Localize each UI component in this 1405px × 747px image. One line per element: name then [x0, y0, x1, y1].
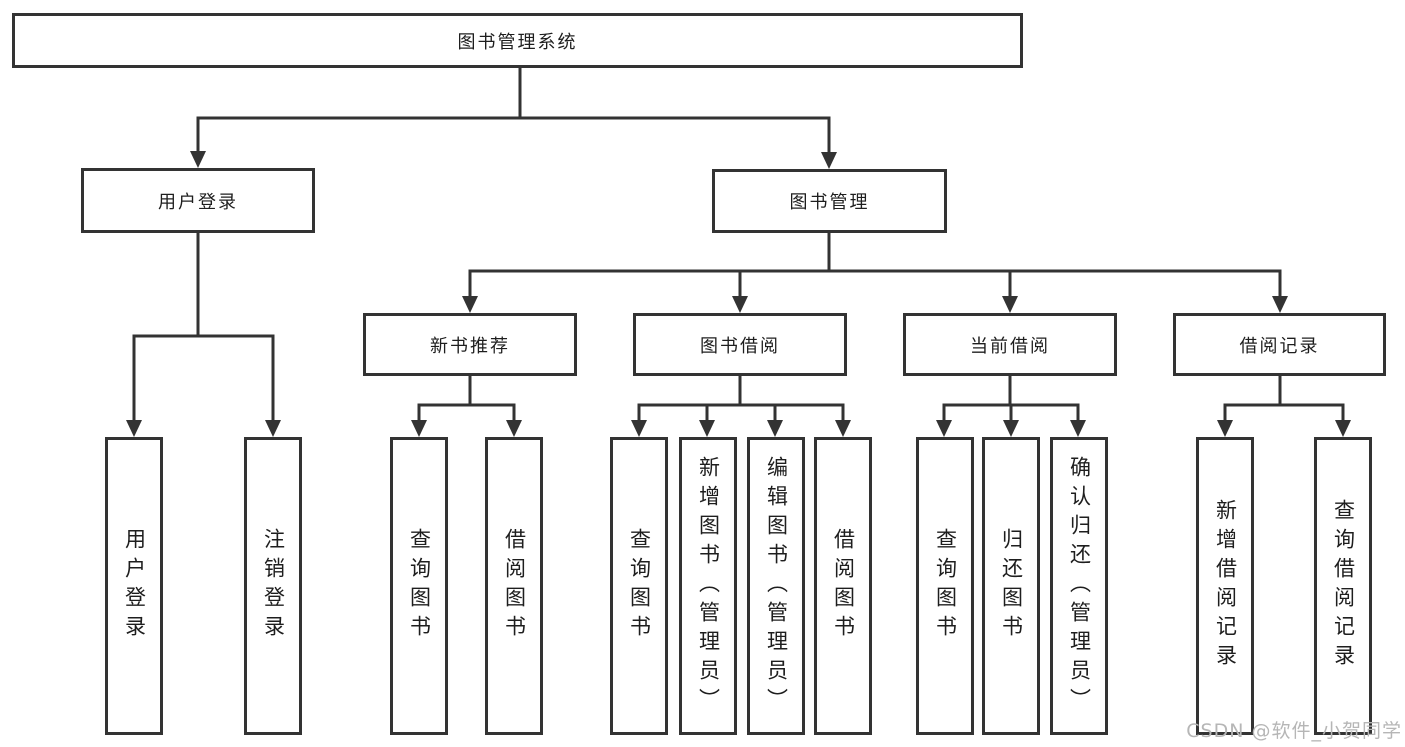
- arrow-down-icon: [1335, 420, 1351, 437]
- node-book-borrowing: 图书借阅: [633, 313, 847, 376]
- node-label: 新增图书（管理员）: [696, 455, 721, 717]
- arrow-down-icon: [411, 420, 427, 437]
- connector-borrowing-records: [1217, 374, 1351, 437]
- leaf-confirm-return-admin: 确认归还（管理员）: [1050, 437, 1108, 735]
- node-label: 确认归还（管理员）: [1067, 455, 1092, 717]
- leaf-add-book-admin: 新增图书（管理员）: [679, 437, 737, 735]
- leaf-borrow-books-2: 借阅图书: [814, 437, 872, 735]
- connector-new-book-recommend: [411, 374, 522, 437]
- connector-current-borrowing: [936, 374, 1086, 437]
- leaf-add-borrow-record: 新增借阅记录: [1196, 437, 1254, 735]
- node-borrowing-records: 借阅记录: [1173, 313, 1386, 376]
- node-label: 查询图书: [933, 528, 958, 644]
- node-label: 用户登录: [122, 528, 147, 644]
- arrow-down-icon: [821, 152, 837, 169]
- node-label: 注销登录: [261, 528, 286, 644]
- arrow-down-icon: [835, 420, 851, 437]
- node-label: 借阅图书: [502, 528, 527, 644]
- leaf-query-borrow-record: 查询借阅记录: [1314, 437, 1372, 735]
- node-label: 图书管理系统: [457, 31, 578, 53]
- node-label: 用户登录: [158, 191, 238, 213]
- node-book-management: 图书管理: [712, 169, 947, 233]
- connector-book-borrowing: [631, 374, 851, 437]
- node-label: 归还图书: [999, 528, 1024, 644]
- node-label: 新增借阅记录: [1213, 499, 1238, 673]
- arrow-down-icon: [1003, 420, 1019, 437]
- node-label: 查询借阅记录: [1331, 499, 1356, 673]
- leaf-edit-book-admin: 编辑图书（管理员）: [747, 437, 805, 735]
- arrow-down-icon: [1272, 296, 1288, 313]
- leaf-query-books-2: 查询图书: [610, 437, 668, 735]
- node-label: 借阅记录: [1239, 335, 1320, 357]
- node-label: 图书管理: [789, 192, 870, 213]
- leaf-query-books-3: 查询图书: [916, 437, 974, 735]
- leaf-borrow-books-1: 借阅图书: [485, 437, 543, 735]
- node-label: 图书借阅: [700, 335, 780, 357]
- node-label: 查询图书: [407, 528, 432, 644]
- arrow-down-icon: [190, 151, 206, 168]
- node-user-login: 用户登录: [81, 168, 315, 233]
- arrow-down-icon: [462, 296, 478, 313]
- arrow-down-icon: [936, 420, 952, 437]
- leaf-return-book: 归还图书: [982, 437, 1040, 735]
- node-label: 当前借阅: [970, 335, 1050, 357]
- connector-book-management: [462, 231, 1288, 313]
- connector-root: [190, 66, 837, 169]
- node-label: 查询图书: [627, 528, 652, 644]
- arrow-down-icon: [699, 420, 715, 437]
- connector-user-login: [126, 231, 281, 437]
- arrow-down-icon: [767, 420, 783, 437]
- leaf-logout: 注销登录: [244, 437, 302, 735]
- node-label: 新书推荐: [430, 335, 510, 357]
- arrow-down-icon: [126, 420, 142, 437]
- csdn-watermark: CSDN @软件_小贺同学: [1186, 720, 1402, 742]
- arrow-down-icon: [1217, 420, 1233, 437]
- leaf-user-login: 用户登录: [105, 437, 163, 735]
- node-label: 借阅图书: [831, 528, 856, 644]
- arrow-down-icon: [265, 420, 281, 437]
- node-library-system: 图书管理系统: [12, 13, 1023, 68]
- arrow-down-icon: [506, 420, 522, 437]
- arrow-down-icon: [1002, 296, 1018, 313]
- arrow-down-icon: [732, 296, 748, 313]
- arrow-down-icon: [631, 420, 647, 437]
- node-current-borrowing: 当前借阅: [903, 313, 1117, 376]
- leaf-query-books-1: 查询图书: [390, 437, 448, 735]
- node-new-book-recommend: 新书推荐: [363, 313, 577, 376]
- node-label: 编辑图书（管理员）: [764, 455, 789, 717]
- arrow-down-icon: [1070, 420, 1086, 437]
